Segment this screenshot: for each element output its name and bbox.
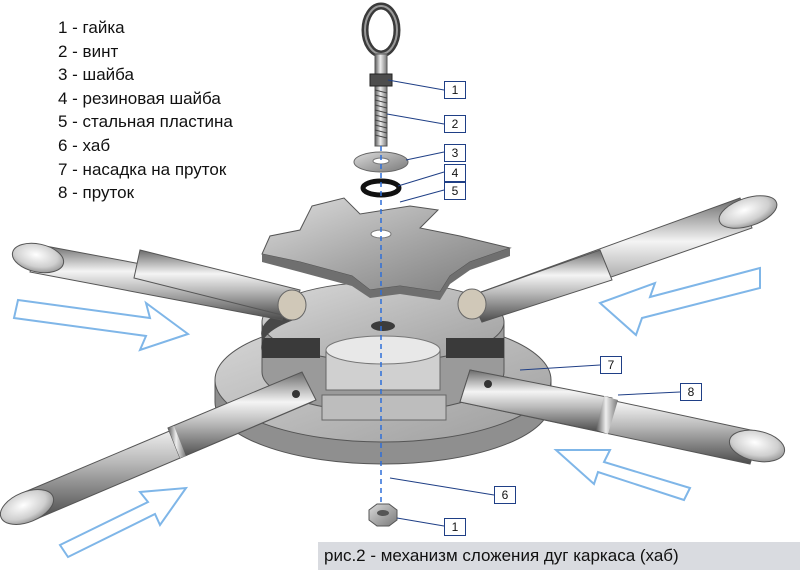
callout-4: 4 (444, 164, 466, 182)
hub-upper-body (261, 281, 505, 421)
callout-5: 5 (444, 182, 466, 200)
rod-back-left (11, 242, 307, 321)
legend-item-washer: 3 - шайба (58, 65, 134, 85)
legend-item-steel-plate: 5 - стальная пластина (58, 112, 233, 132)
callout-7: 7 (600, 356, 622, 374)
callout-8: 8 (680, 383, 702, 401)
rod-back-right (457, 195, 778, 323)
bottom-nut (368, 503, 398, 527)
callout-2: 2 (444, 115, 466, 133)
callout-leaders (386, 79, 681, 527)
rod-front-right (459, 369, 786, 465)
legend-item-bolt: 2 - винт (58, 41, 119, 61)
legend-item-hub: 6 - хаб (58, 135, 111, 155)
arrow-left-lower (58, 486, 189, 559)
callout-1-top: 1 (444, 81, 466, 99)
rod-front-left (0, 371, 317, 525)
callout-1-bottom: 1 (444, 518, 466, 536)
steel-plate (261, 197, 512, 300)
legend-list: 1 - гайка 2 - винт 3 - шайба 4 - резинов… (58, 16, 233, 205)
legend-item-rod: 8 - пруток (58, 183, 135, 203)
arrow-right-lower (553, 449, 692, 502)
arrow-left-upper (12, 298, 191, 352)
legend-item-rod-tip: 7 - насадка на пруток (58, 159, 227, 179)
legend-item-nut: 1 - гайка (58, 18, 125, 37)
callout-3: 3 (444, 144, 466, 162)
figure-caption: рис.2 - механизм сложения дуг каркаса (х… (318, 542, 800, 570)
arrow-right-upper (598, 266, 761, 337)
legend-item-rubber-washer: 4 - резиновая шайба (58, 88, 221, 108)
eye-bolt (361, 2, 401, 147)
callout-6: 6 (494, 486, 516, 504)
